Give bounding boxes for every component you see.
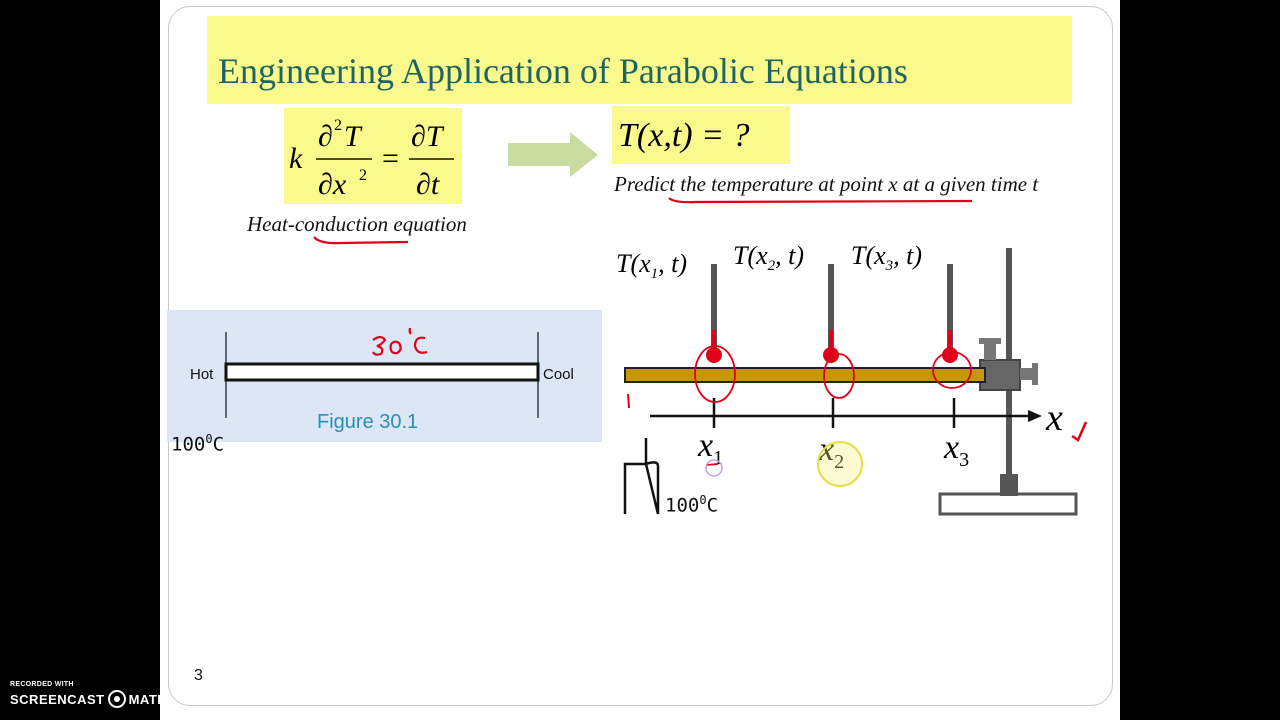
point-x3-label: x3	[943, 429, 969, 471]
x-axis-arrowhead	[1028, 410, 1042, 422]
watermark-line2: SCREENCAST MATIC	[10, 690, 171, 708]
hot-temp-unit: C	[212, 433, 225, 456]
eq-rhs-den: ∂t	[416, 168, 440, 201]
heater-temp-unit: C	[706, 494, 719, 517]
ink-circle-3	[932, 351, 972, 389]
apparatus-diagram: T(x1, t) T(x2, t) T(x3, t) x x1 x2 x3	[616, 241, 1088, 516]
heater-temperature-label: 1000C	[665, 493, 718, 516]
hot-temp-base: 100	[171, 433, 206, 456]
cursor-highlight	[817, 441, 863, 487]
heat-equation: k ∂ 2 T ∂x 2 = ∂T ∂t	[289, 117, 454, 201]
eq-lhs-den-sup: 2	[359, 167, 367, 184]
ink-annotation-30c	[372, 327, 428, 356]
unknown-equation-highlight	[612, 106, 790, 164]
point-x1-label: x1	[697, 427, 723, 469]
point-x2-label: x2	[818, 431, 844, 473]
thermometer-2-label: T(x2, t)	[733, 241, 804, 274]
heater-temp-base: 100	[665, 494, 700, 517]
clamp-screw-top-cap	[979, 338, 1001, 344]
ink-mark-axis	[1071, 421, 1088, 442]
stand-foot	[1000, 474, 1018, 496]
clamp-screw-side-cap	[1032, 363, 1038, 385]
thermometer-3-bulb	[942, 347, 958, 363]
cool-label: Cool	[543, 366, 574, 383]
ink-mark-left	[627, 393, 630, 409]
predict-underline-ink	[668, 197, 973, 204]
watermark-brand-left: SCREENCAST	[10, 691, 105, 707]
hot-temperature-label: 1000C	[171, 432, 224, 455]
heater-burner-icon	[623, 438, 660, 515]
slide-title: Engineering Application of Parabolic Equ…	[218, 51, 908, 91]
watermark-line1: RECORDED WITH	[10, 681, 74, 688]
unknown-equation-text: T(x,t) = ?	[618, 117, 750, 154]
x-axis-label: x	[1045, 397, 1063, 439]
eq-rhs-num: ∂T	[411, 120, 445, 153]
eq-lhs-num-var: T	[344, 120, 363, 153]
figure-30-1-diagram	[224, 327, 540, 418]
title-highlight	[207, 16, 1072, 104]
record-dot-icon	[107, 690, 126, 708]
ink-mark-x1	[705, 463, 719, 466]
heater-temp-sup: 0	[699, 493, 707, 507]
figure-caption: Figure 30.1	[317, 411, 419, 433]
eq-lhs-num-sup: 2	[334, 117, 342, 134]
eq-lhs-num-partial: ∂	[318, 120, 333, 153]
rod	[224, 362, 540, 382]
hot-temp-sup: 0	[205, 432, 213, 446]
eq-equals: =	[382, 142, 399, 175]
ink-circle-2	[823, 353, 855, 399]
screencast-watermark: RECORDED WITH SCREENCAST MATIC	[10, 681, 171, 708]
thermometer-1-bulb	[706, 347, 722, 363]
clamp-screw-top	[984, 340, 996, 360]
predict-text: Predict the temperature at point x at a …	[614, 172, 1039, 196]
page-number: 3	[194, 667, 203, 684]
eq-k: k	[289, 142, 303, 175]
cursor-click-ring	[705, 459, 723, 477]
right-arrow-icon	[508, 132, 598, 177]
hot-label: Hot	[190, 366, 214, 383]
watermark-brand-right: MATIC	[128, 691, 172, 707]
equation-caption: Heat-conduction equation	[247, 212, 467, 236]
thermometer-2-bulb	[823, 347, 839, 363]
heat-equation-highlight	[284, 108, 462, 204]
stand-base	[938, 492, 1078, 516]
caption-underline-ink	[313, 236, 409, 245]
ink-circle-1	[694, 345, 736, 403]
heated-rod	[624, 367, 986, 383]
unknown-equation: T(x,t) = ?	[618, 117, 750, 154]
eq-lhs-den: ∂x	[318, 168, 347, 201]
clamp-screw-side	[1020, 368, 1034, 380]
thermometer-1-label: T(x1, t)	[616, 249, 687, 282]
thermometer-3-label: T(x3, t)	[851, 241, 922, 274]
